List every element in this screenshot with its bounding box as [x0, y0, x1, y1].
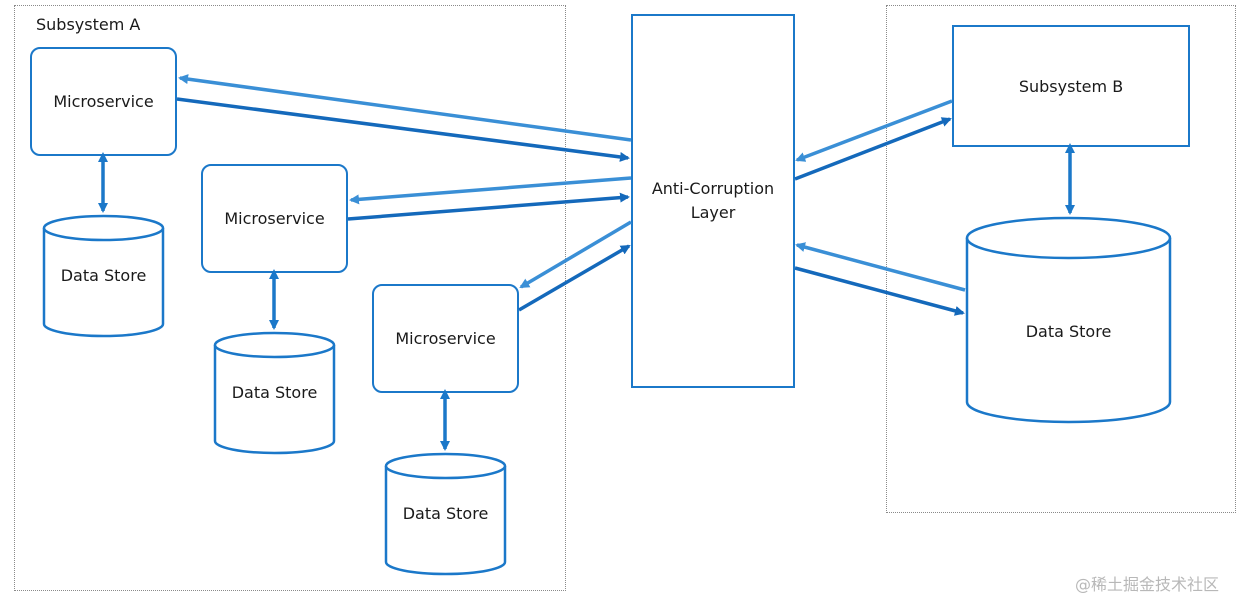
data-store-3-label: Data Store [402, 504, 489, 523]
cylinder-shape [42, 214, 165, 338]
arrow-ms1-to-acl [176, 97, 630, 162]
microservice-1: Microservice [30, 47, 177, 156]
data-store-b-label: Data Store [1025, 322, 1112, 341]
subsystem-b-box: Subsystem B [952, 25, 1190, 147]
arrow-ms3-to-acl [518, 244, 631, 312]
data-store-2: Data Store [213, 331, 336, 455]
data-store-2-label: Data Store [231, 383, 318, 402]
cylinder-shape [213, 331, 336, 455]
acl-label-line2: Layer [690, 203, 736, 222]
arrow-acl-to-data-store-b [794, 266, 965, 316]
acl-label-line1: Anti-Corruption [651, 179, 775, 198]
microservice-2: Microservice [201, 164, 348, 273]
subsystem-a-region [14, 5, 566, 591]
arrow-acl-to-ms2 [349, 176, 632, 205]
data-store-1-label: Data Store [60, 266, 147, 285]
subsystem-a-label: Subsystem A [36, 15, 141, 34]
microservice-1-label: Microservice [53, 92, 154, 111]
microservice-3-label: Microservice [395, 329, 496, 348]
subsystem-b-label: Subsystem B [1018, 76, 1124, 96]
cylinder-shape [384, 452, 507, 576]
cylinder-shape [965, 216, 1172, 424]
arrow-acl-to-ms1 [178, 74, 632, 142]
data-store-3: Data Store [384, 452, 507, 576]
subsystem-b-region [886, 5, 1236, 513]
watermark: @稀土掘金技术社区 [1075, 575, 1220, 594]
microservice-2-label: Microservice [224, 209, 325, 228]
anti-corruption-layer: Anti-Corruption Layer [631, 14, 795, 388]
arrow-ms2-to-acl [347, 192, 630, 221]
arrow-data-store-b-to-acl [795, 242, 966, 292]
data-store-b: Data Store [965, 216, 1172, 424]
arrow-acl-to-subsystem-b [794, 117, 952, 181]
arrow-subsystem-b-to-acl [795, 99, 953, 162]
data-store-1: Data Store [42, 214, 165, 338]
arrow-acl-to-ms3 [519, 220, 632, 289]
